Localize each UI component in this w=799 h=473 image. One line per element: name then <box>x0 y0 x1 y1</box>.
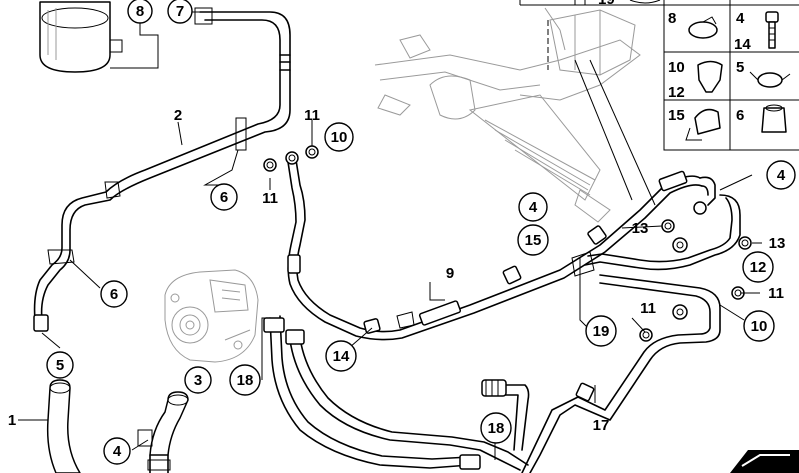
callout-11-c: 11 <box>768 285 784 302</box>
svg-text:6: 6 <box>220 189 228 206</box>
svg-text:13: 13 <box>632 220 649 237</box>
callout-11-a: 11 <box>304 107 320 124</box>
svg-text:11: 11 <box>768 285 784 302</box>
callout-1: 1 <box>8 412 16 429</box>
cap-icon <box>697 60 723 93</box>
legend-label-19-partial: 19 <box>598 0 615 8</box>
top-row-partial-icons <box>574 0 661 5</box>
callout-11-b: 11 <box>262 190 278 207</box>
legend-label-4: 4 <box>736 10 745 27</box>
svg-text:19: 19 <box>593 323 610 340</box>
hose-9-pump-end <box>285 151 299 165</box>
callout-11-d: 11 <box>640 300 656 317</box>
svg-text:9: 9 <box>446 265 454 282</box>
svg-text:18: 18 <box>488 420 505 437</box>
callout-18-b: 18 <box>480 412 512 444</box>
svg-text:4: 4 <box>777 167 786 184</box>
callout-10-b: 10 <box>743 310 775 342</box>
svg-text:11: 11 <box>262 190 278 207</box>
svg-text:12: 12 <box>750 259 767 276</box>
svg-text:1: 1 <box>8 412 16 429</box>
clip-icon <box>749 71 791 88</box>
callout-6-b: 6 <box>100 280 128 308</box>
bolt-icon <box>765 11 779 49</box>
legend-label-12: 12 <box>668 84 685 101</box>
bracket-clamp-icon <box>685 108 721 141</box>
rack-leader <box>574 59 633 201</box>
callout-13: 13 <box>632 220 649 237</box>
callout-13-b: 13 <box>769 235 786 252</box>
svg-text:2: 2 <box>174 107 182 124</box>
svg-text:18: 18 <box>237 372 254 389</box>
fluid-reservoir <box>39 1 123 73</box>
clamp-7 <box>194 7 220 25</box>
callout-9: 9 <box>446 265 454 282</box>
svg-text:15: 15 <box>525 232 542 249</box>
legend-label-6: 6 <box>736 107 744 124</box>
steering-rack <box>374 7 641 223</box>
hose-1 <box>46 379 81 473</box>
hose-2 <box>33 11 291 332</box>
ring-13 <box>661 219 675 233</box>
legend-label-15: 15 <box>668 107 685 124</box>
hose-clamp-icon <box>688 16 718 39</box>
callout-7: 7 <box>167 0 193 24</box>
legend-label-5: 5 <box>736 59 744 76</box>
clamp-4-bottom <box>137 429 171 471</box>
ring-11-a <box>305 145 319 159</box>
nut-icon <box>761 104 787 133</box>
svg-text:11: 11 <box>304 107 320 124</box>
svg-text:6: 6 <box>110 286 118 303</box>
legend-label-8: 8 <box>668 10 676 27</box>
svg-text:8: 8 <box>136 3 144 20</box>
callout-2: 2 <box>174 107 182 124</box>
hose-9 <box>287 159 716 341</box>
legend-label-10: 10 <box>668 59 685 76</box>
svg-text:11: 11 <box>640 300 656 317</box>
svg-text:4: 4 <box>113 443 122 460</box>
callout-3: 3 <box>184 366 212 394</box>
parts-legend-grid: 8 4 14 10 12 5 15 6 19 <box>519 0 799 151</box>
rack-leader-2 <box>589 59 656 206</box>
callout-8: 8 <box>127 0 153 24</box>
svg-text:13: 13 <box>769 235 786 252</box>
svg-text:14: 14 <box>333 348 350 365</box>
direction-arrow-icon <box>730 450 799 473</box>
svg-text:10: 10 <box>751 318 768 335</box>
callout-10-a: 10 <box>324 122 354 152</box>
callout-17: 17 <box>593 417 610 434</box>
callout-19: 19 <box>585 315 617 347</box>
hose-3 <box>149 391 189 473</box>
callout-15: 15 <box>517 224 549 256</box>
svg-text:10: 10 <box>331 129 348 146</box>
callout-4-b: 4 <box>518 192 548 222</box>
ring-11-b <box>263 158 277 172</box>
svg-text:5: 5 <box>56 357 64 374</box>
callout-4-a: 4 <box>103 437 131 465</box>
steering-pump <box>164 269 259 363</box>
hose-right-loop <box>521 194 741 473</box>
ring-13b <box>738 236 752 250</box>
callout-6-a: 6 <box>210 183 238 211</box>
callout-5: 5 <box>46 351 74 379</box>
callout-14: 14 <box>325 340 357 372</box>
callout-18-a: 18 <box>229 364 261 396</box>
svg-text:17: 17 <box>593 417 610 434</box>
svg-text:7: 7 <box>176 3 184 20</box>
callout-4-c: 4 <box>766 160 796 190</box>
ring-11-d <box>639 328 653 342</box>
legend-label-14: 14 <box>734 36 751 53</box>
svg-text:3: 3 <box>194 372 202 389</box>
svg-text:4: 4 <box>529 199 538 216</box>
return-hoses <box>263 315 530 471</box>
callout-12: 12 <box>742 251 774 283</box>
